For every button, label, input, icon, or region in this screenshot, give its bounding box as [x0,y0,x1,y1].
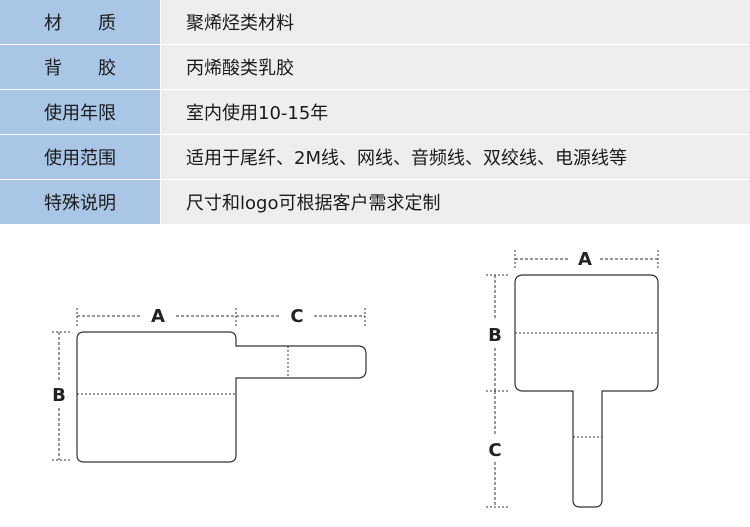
spec-value: 丙烯酸类乳胶 [161,45,750,89]
spec-row-lifespan: 使用年限 室内使用10-15年 [0,90,750,134]
spec-row-material: 材 质 聚烯烃类材料 [0,0,750,44]
dimension-label-c: C [488,440,501,461]
dimension-label-a: A [151,306,165,327]
spec-label: 材 质 [0,0,161,44]
spec-row-adhesive: 背 胶 丙烯酸类乳胶 [0,45,750,89]
spec-value: 聚烯烃类材料 [161,0,750,44]
spec-value: 室内使用10-15年 [161,90,750,134]
dimension-label-b: B [52,385,66,406]
label-outline [76,331,367,463]
spec-row-notes: 特殊说明 尺寸和logo可根据客户需求定制 [0,180,750,224]
dimension-label-b: B [488,325,502,346]
label-outline [514,274,659,508]
spec-row-usage: 使用范围 适用于尾纤、2M线、网线、音频线、双绞线、电源线等 [0,135,750,179]
dimension-label-c: C [290,306,303,327]
spec-label: 背 胶 [0,45,161,89]
spec-table: 材 质 聚烯烃类材料 背 胶 丙烯酸类乳胶 使用年限 室内使用10-15年 使用… [0,0,750,227]
spec-label: 使用范围 [0,135,161,179]
dimension-label-a: A [578,249,592,270]
left-label-diagram: A C B [52,306,367,463]
spec-label: 使用年限 [0,90,161,134]
spec-value: 尺寸和logo可根据客户需求定制 [161,180,750,224]
right-label-diagram: A B C [486,249,659,508]
spec-label: 特殊说明 [0,180,161,224]
spec-value: 适用于尾纤、2M线、网线、音频线、双绞线、电源线等 [161,135,750,179]
